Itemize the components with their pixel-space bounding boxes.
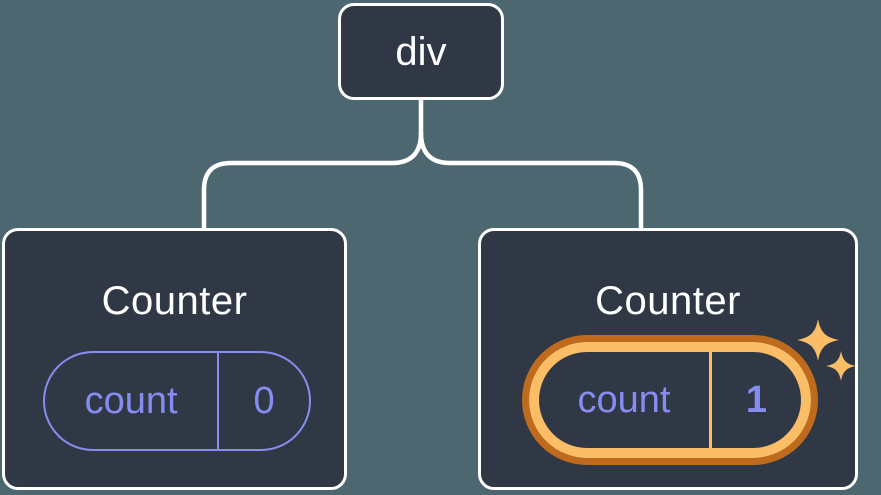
connector-branch-left: [201, 130, 424, 230]
counter-card-left: Counter count 0: [2, 228, 347, 490]
root-node-label: div: [395, 29, 447, 74]
counter-title: Counter: [595, 279, 741, 323]
state-key-label: count: [45, 353, 220, 449]
counter-title: Counter: [101, 279, 248, 323]
state-pill-highlighted: count 1: [529, 342, 811, 458]
counter-card-right: Counter count 1: [478, 228, 858, 490]
state-pill: count 0: [43, 351, 311, 451]
state-value: 0: [253, 379, 275, 422]
state-value: 1: [745, 378, 768, 421]
state-key-label: count: [539, 352, 712, 448]
root-node-div: div: [338, 3, 504, 100]
connector-branch-right: [418, 130, 644, 230]
